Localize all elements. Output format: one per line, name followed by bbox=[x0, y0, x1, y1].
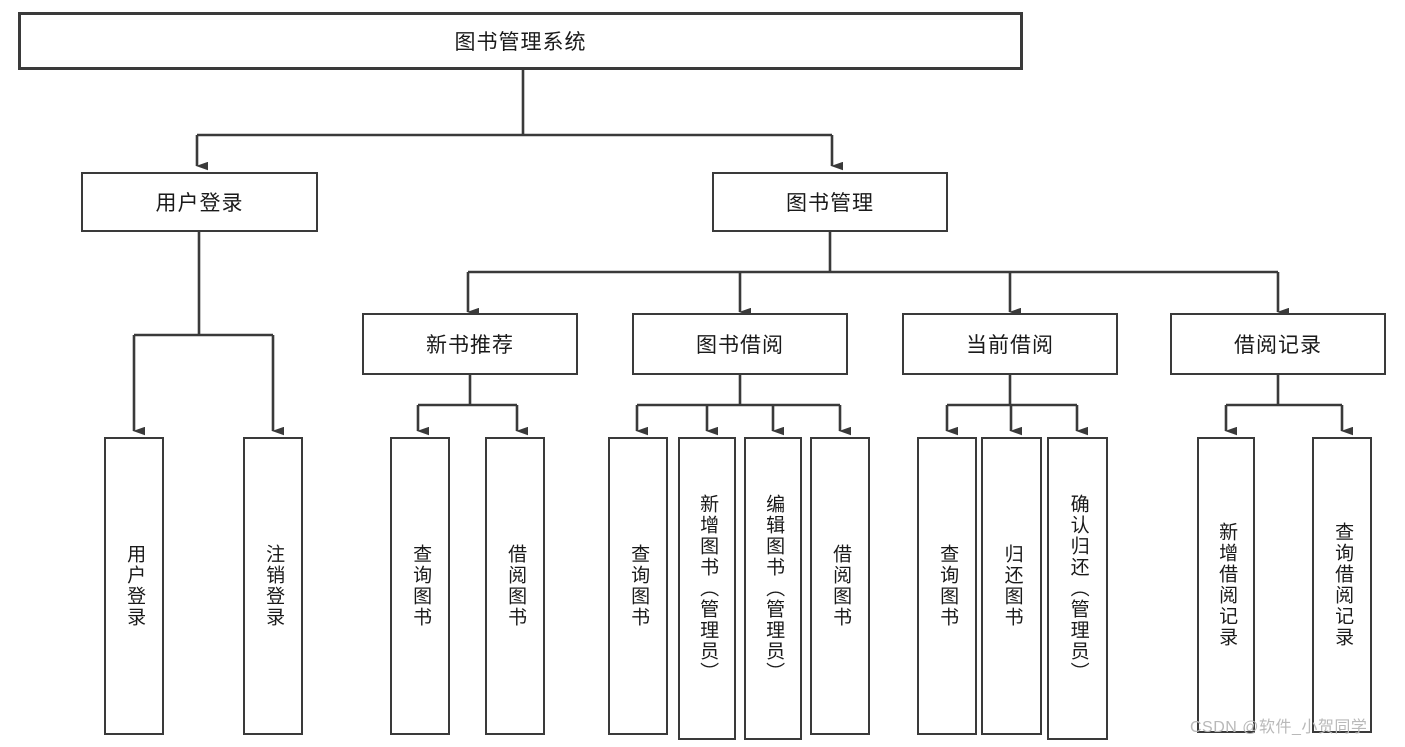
leaf-borrow-edit-book[interactable]: 编辑图书（管理员） bbox=[744, 437, 802, 740]
leaf-borrow-borrow-book-label: 借阅图书 bbox=[830, 544, 852, 628]
leaf-records-query-record[interactable]: 查询借阅记录 bbox=[1312, 437, 1372, 733]
node-current-borrow-label: 当前借阅 bbox=[966, 334, 1054, 357]
leaf-user-login-logout[interactable]: 注销登录 bbox=[243, 437, 303, 735]
node-book-borrow-label: 图书借阅 bbox=[696, 334, 784, 357]
node-book-borrow[interactable]: 图书借阅 bbox=[632, 313, 848, 375]
node-book-management[interactable]: 图书管理 bbox=[712, 172, 948, 232]
leaf-user-login-logout-label: 注销登录 bbox=[263, 544, 285, 628]
leaf-records-query-record-label: 查询借阅记录 bbox=[1332, 522, 1354, 648]
leaf-borrow-borrow-book[interactable]: 借阅图书 bbox=[810, 437, 870, 735]
node-new-book-recommend[interactable]: 新书推荐 bbox=[362, 313, 578, 375]
node-borrow-records[interactable]: 借阅记录 bbox=[1170, 313, 1386, 375]
leaf-current-query-book-label: 查询图书 bbox=[937, 544, 959, 628]
leaf-borrow-query-book[interactable]: 查询图书 bbox=[608, 437, 668, 735]
leaf-records-add-record-label: 新增借阅记录 bbox=[1216, 522, 1238, 648]
leaf-recommend-query-book-label: 查询图书 bbox=[410, 544, 432, 628]
leaf-current-query-book[interactable]: 查询图书 bbox=[917, 437, 977, 735]
node-root-label: 图书管理系统 bbox=[454, 31, 587, 54]
node-root[interactable]: 图书管理系统 bbox=[18, 12, 1023, 70]
leaf-current-confirm-return[interactable]: 确认归还（管理员） bbox=[1047, 437, 1108, 740]
leaf-recommend-query-book[interactable]: 查询图书 bbox=[390, 437, 450, 735]
node-borrow-records-label: 借阅记录 bbox=[1234, 334, 1322, 357]
leaf-recommend-borrow-book[interactable]: 借阅图书 bbox=[485, 437, 545, 735]
leaf-recommend-borrow-book-label: 借阅图书 bbox=[505, 544, 527, 628]
node-user-login[interactable]: 用户登录 bbox=[81, 172, 318, 232]
watermark: CSDN @软件_小贺同学 bbox=[1190, 719, 1368, 736]
leaf-current-return-book-label: 归还图书 bbox=[1001, 544, 1023, 628]
node-user-login-label: 用户登录 bbox=[155, 192, 244, 215]
node-current-borrow[interactable]: 当前借阅 bbox=[902, 313, 1118, 375]
leaf-current-confirm-return-label: 确认归还（管理员） bbox=[1067, 494, 1089, 683]
leaf-current-return-book[interactable]: 归还图书 bbox=[981, 437, 1042, 735]
leaf-borrow-add-book-label: 新增图书（管理员） bbox=[697, 494, 719, 683]
leaf-records-add-record[interactable]: 新增借阅记录 bbox=[1197, 437, 1255, 733]
leaf-user-login-login[interactable]: 用户登录 bbox=[104, 437, 164, 735]
node-book-management-label: 图书管理 bbox=[786, 192, 874, 215]
node-new-book-recommend-label: 新书推荐 bbox=[426, 334, 514, 357]
leaf-borrow-query-book-label: 查询图书 bbox=[628, 544, 650, 628]
leaf-borrow-add-book[interactable]: 新增图书（管理员） bbox=[678, 437, 736, 740]
leaf-borrow-edit-book-label: 编辑图书（管理员） bbox=[763, 494, 785, 683]
leaf-user-login-login-label: 用户登录 bbox=[124, 544, 146, 628]
